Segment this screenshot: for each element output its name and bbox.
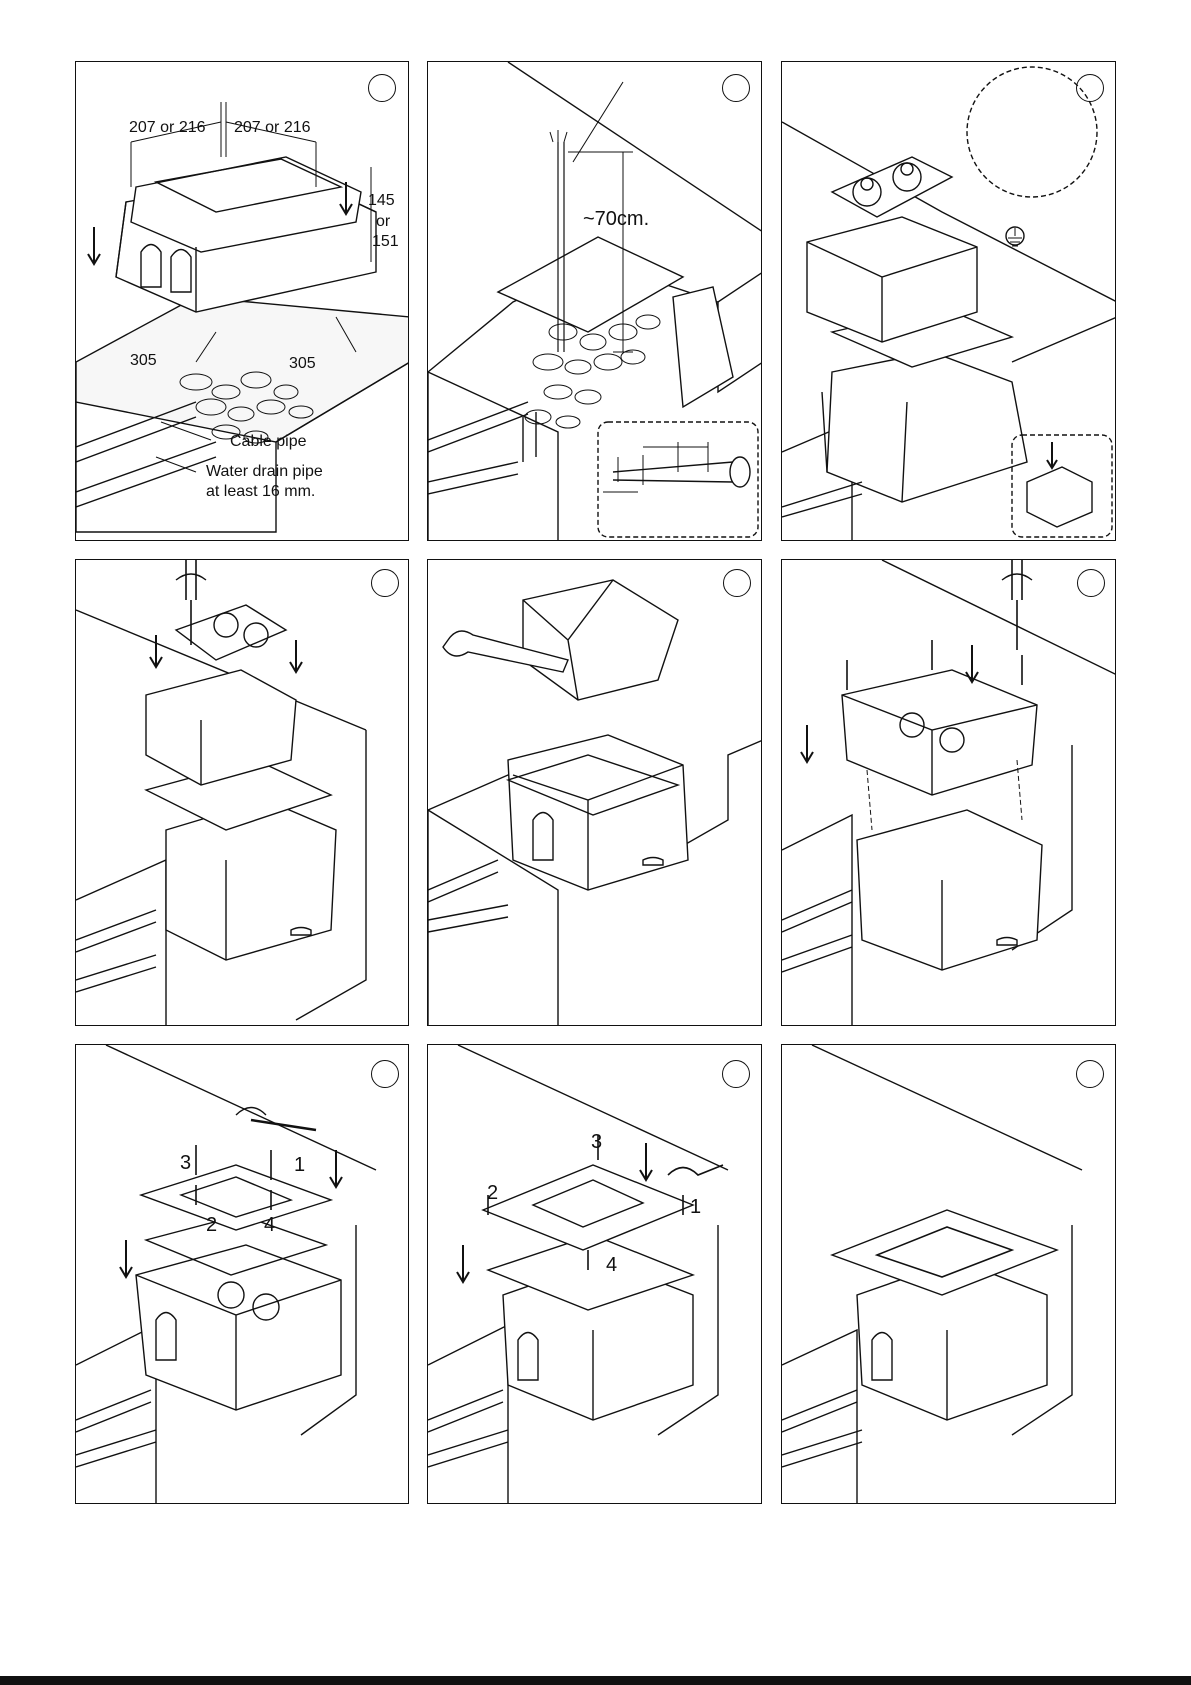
- step-panel-3: [781, 61, 1116, 541]
- height-label-or: or: [376, 214, 390, 230]
- screw-number-3: 3: [180, 1153, 191, 1173]
- cable-length-label: ~70cm.: [583, 209, 649, 229]
- step-panel-2: ~70cm.: [427, 61, 762, 541]
- dim-label-right: 207 or 216: [234, 120, 311, 136]
- step-panel-1: 207 or 216 207 or 216 145 or 151 305 305…: [75, 61, 409, 541]
- height-label-1: 145: [368, 193, 395, 209]
- cable-pipe-label: Cable pipe: [230, 434, 307, 450]
- screw-number-2: 2: [487, 1183, 498, 1203]
- screw-number-4: 4: [606, 1255, 617, 1275]
- screw-number-1: 1: [294, 1155, 305, 1175]
- cover-plate-assembly-illustration: [428, 1045, 762, 1504]
- screw-number-4: 4: [264, 1215, 275, 1235]
- step-panel-4: [75, 559, 409, 1026]
- base-label-left: 305: [130, 353, 157, 369]
- page-bottom-edge: [0, 1676, 1191, 1685]
- screw-number-3: 3: [591, 1132, 602, 1152]
- gasket-frame-assembly-illustration: [76, 1045, 409, 1504]
- wiring-connection-illustration: [782, 62, 1116, 541]
- drain-pipe-size-label: at least 16 mm.: [206, 484, 315, 500]
- base-label-right: 305: [289, 356, 316, 372]
- step-panel-7: 3 1 2 4: [75, 1044, 409, 1504]
- step-panel-9: [781, 1044, 1116, 1504]
- dim-label-left: 207 or 216: [129, 120, 206, 136]
- step-panel-6: [781, 559, 1116, 1026]
- insert-junction-box-illustration: [76, 560, 409, 1026]
- height-label-2: 151: [372, 234, 399, 250]
- screw-number-1: 1: [690, 1197, 701, 1217]
- step-panel-5: [427, 559, 762, 1026]
- drain-pipe-label: Water drain pipe: [206, 464, 323, 480]
- finished-installation-illustration: [782, 1045, 1116, 1504]
- tighten-gland-illustration: [428, 560, 762, 1026]
- screw-junction-box-illustration: [782, 560, 1116, 1026]
- step-panel-8: 3 2 1 4: [427, 1044, 762, 1504]
- cable-routing-illustration: [428, 62, 762, 541]
- screw-number-2: 2: [206, 1215, 217, 1235]
